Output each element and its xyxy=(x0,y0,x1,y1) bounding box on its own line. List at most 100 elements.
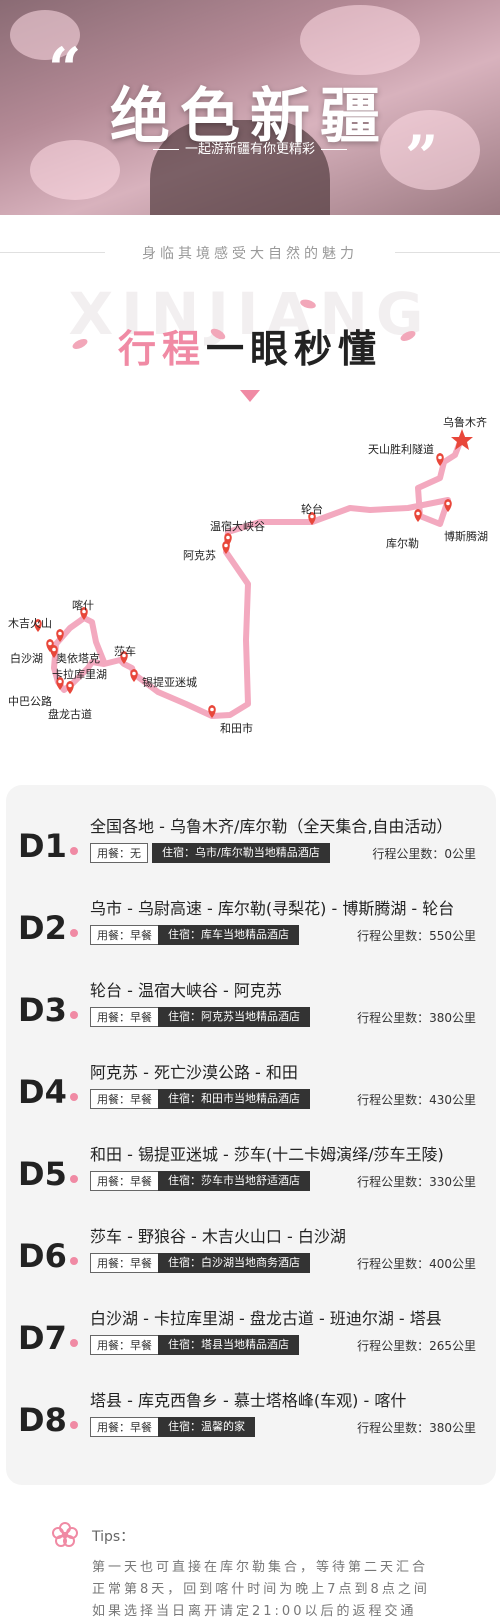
day-hotel: 住宿：塔县当地精品酒店 xyxy=(158,1335,299,1355)
day-code: D7 xyxy=(18,1319,67,1357)
map-pin-dot xyxy=(122,653,126,658)
map-place-label: 莎车 xyxy=(114,644,136,658)
blossom-decoration xyxy=(10,10,80,60)
day-hotel: 住宿：乌市/库尔勒当地精品酒店 xyxy=(152,843,330,863)
day-km: 行程公里数：430公里 xyxy=(357,1093,476,1107)
day-km: 行程公里数：0公里 xyxy=(372,847,476,861)
map-pin-dot xyxy=(48,641,52,646)
map-pin-dot xyxy=(52,647,56,652)
day-meal: 用餐：无 xyxy=(90,843,148,863)
down-arrow-icon xyxy=(240,390,260,402)
day-dot xyxy=(70,1257,78,1265)
day-hotel: 住宿：温馨的家 xyxy=(158,1417,255,1437)
map-pin-icon xyxy=(208,705,216,718)
pin-group xyxy=(34,453,452,718)
day-dot xyxy=(70,929,78,937)
day-km: 行程公里数：400公里 xyxy=(357,1257,476,1271)
map-pin-icon xyxy=(66,681,74,694)
day-route: 白沙湖 - 卡拉库里湖 - 盘龙古道 - 班迪尔湖 - 塔县 xyxy=(90,1309,442,1328)
day-item: D1 全国各地 - 乌鲁木齐/库尔勒（全天集合,自由活动） 用餐：无 住宿：乌市… xyxy=(6,805,496,889)
map-place-label: 库尔勒 xyxy=(386,537,419,550)
map-pin-dot xyxy=(416,511,420,516)
day-code: D2 xyxy=(18,909,67,947)
map-pin-icon xyxy=(222,541,230,554)
hero-figure xyxy=(150,120,330,215)
day-km: 行程公里数：380公里 xyxy=(357,1421,476,1435)
day-item: D4 阿克苏 - 死亡沙漠公路 - 和田 用餐：早餐 住宿：和田市当地精品酒店 … xyxy=(6,1051,496,1135)
day-km: 行程公里数：550公里 xyxy=(357,929,476,943)
map-pin-icon xyxy=(436,453,444,466)
map-place-label: 锡提亚迷城 xyxy=(142,675,197,689)
map-pin-icon xyxy=(130,669,138,682)
map-pin-icon xyxy=(308,512,316,525)
map-pin-dot xyxy=(210,707,214,712)
hero-banner: “ ” 绝色新疆 一起游新疆有你更精彩 xyxy=(0,0,500,215)
blossom-decoration xyxy=(300,5,420,75)
day-item: D8 塔县 - 库克西鲁乡 - 慕士塔格峰(车观) - 喀什 用餐：早餐 住宿：… xyxy=(6,1379,496,1463)
map-pin-icon xyxy=(34,619,42,632)
day-item: D5 和田 - 锡提亚迷城 - 莎车(十二卡姆演绎/莎车王陵) 用餐：早餐 住宿… xyxy=(6,1133,496,1217)
day-dot xyxy=(70,1421,78,1429)
day-dot xyxy=(70,847,78,855)
day-route: 轮台 - 温宿大峡谷 - 阿克苏 xyxy=(90,981,282,1000)
day-km: 行程公里数：380公里 xyxy=(357,1011,476,1025)
map-place-label: 阿克苏 xyxy=(183,549,216,562)
map-pin-dot xyxy=(36,621,40,626)
route-line xyxy=(51,434,465,719)
slogan: 身临其境感受大自然的魅力 xyxy=(142,246,358,262)
map-place-label: 温宿大峡谷 xyxy=(210,519,265,533)
label-group: 乌鲁木齐天山胜利隧道博斯腾湖库尔勒轮台温宿大峡谷阿克苏和田市锡提亚迷城莎车喀什木… xyxy=(8,415,488,735)
map-pin-icon xyxy=(56,677,64,690)
day-meal: 用餐：早餐 xyxy=(90,925,159,945)
day-hotel: 住宿：和田市当地精品酒店 xyxy=(158,1089,310,1109)
route-map: 乌鲁木齐天山胜利隧道博斯腾湖库尔勒轮台温宿大峡谷阿克苏和田市锡提亚迷城莎车喀什木… xyxy=(8,415,488,735)
map-pin-icon xyxy=(80,607,88,620)
flower-icon xyxy=(52,1522,78,1547)
section-title-main: 一眼秒懂 xyxy=(206,327,383,371)
map-place-label: 白沙湖 xyxy=(10,651,43,665)
map-place-label: 喀什 xyxy=(72,599,94,612)
map-pin-dot xyxy=(310,514,314,519)
day-code: D3 xyxy=(18,991,67,1029)
divider xyxy=(152,149,179,150)
blossom-decoration xyxy=(30,140,120,200)
quote-open-icon: “ xyxy=(48,35,82,103)
slogan-row: 身临其境感受大自然的魅力 xyxy=(0,240,500,270)
day-hotel: 住宿：库车当地精品酒店 xyxy=(158,925,299,945)
day-dot xyxy=(70,1011,78,1019)
map-place-label: 木吉火山 xyxy=(8,617,52,630)
map-place-label: 奥依塔克 xyxy=(56,651,100,665)
day-code: D6 xyxy=(18,1237,67,1275)
day-meal: 用餐：早餐 xyxy=(90,1417,159,1437)
divider xyxy=(395,252,500,253)
day-hotel: 住宿：阿克苏当地精品酒店 xyxy=(158,1007,310,1027)
star-icon xyxy=(451,429,473,450)
map-pin-dot xyxy=(226,535,230,540)
map-place-label: 乌鲁木齐 xyxy=(443,415,487,429)
map-pin-dot xyxy=(82,609,86,614)
day-dot xyxy=(70,1339,78,1347)
map-pin-icon xyxy=(56,629,64,642)
tips-line: 正常第8天，回到喀什时间为晚上7点到8点之间 xyxy=(92,1582,430,1597)
day-route: 塔县 - 库克西鲁乡 - 慕士塔格峰(车观) - 喀什 xyxy=(90,1391,407,1410)
tips-line: 第一天也可直接在库尔勒集合，等待第二天汇合 xyxy=(92,1560,429,1575)
map-pin-icon xyxy=(414,509,422,522)
map-pin-dot xyxy=(438,455,442,460)
day-km: 行程公里数：265公里 xyxy=(357,1339,476,1353)
day-route: 莎车 - 野狼谷 - 木吉火山口 - 白沙湖 xyxy=(90,1227,346,1246)
day-code: D4 xyxy=(18,1073,67,1111)
day-meal: 用餐：早餐 xyxy=(90,1253,159,1273)
hero-title: 绝色新疆 xyxy=(110,82,390,152)
day-route: 阿克苏 - 死亡沙漠公路 - 和田 xyxy=(90,1063,298,1082)
day-route: 和田 - 锡提亚迷城 - 莎车(十二卡姆演绎/莎车王陵) xyxy=(90,1145,444,1164)
map-pin-icon xyxy=(50,645,58,658)
itinerary-panel: D1 全国各地 - 乌鲁木齐/库尔勒（全天集合,自由活动） 用餐：无 住宿：乌市… xyxy=(6,785,496,1485)
map-place-label: 中巴公路 xyxy=(8,695,52,708)
map-pin-dot xyxy=(224,543,228,548)
blossom-decoration xyxy=(380,110,480,190)
day-code: D8 xyxy=(18,1401,67,1439)
map-place-label: 卡拉库里湖 xyxy=(52,667,107,681)
section-title-highlight: 行程 xyxy=(117,327,206,371)
map-pin-icon xyxy=(120,651,128,664)
hero-subtitle-row: 一起游新疆有你更精彩 xyxy=(0,138,500,157)
